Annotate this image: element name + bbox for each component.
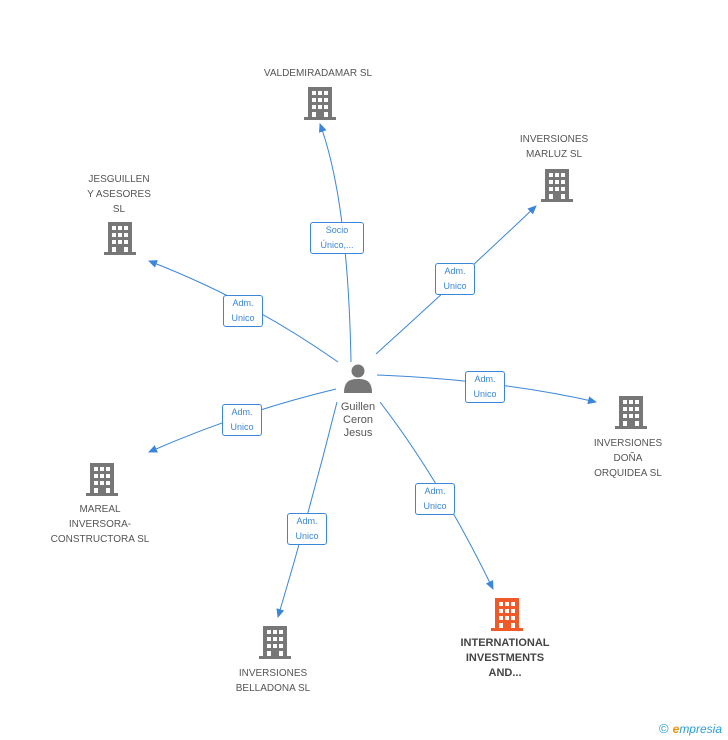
building-icon-marluz[interactable] bbox=[541, 169, 573, 202]
building-icon-dona-orquidea[interactable] bbox=[615, 396, 647, 429]
building-icon-valdemiradamar[interactable] bbox=[304, 87, 336, 120]
relation-label-valdemiradamar[interactable]: Socio Único,... bbox=[310, 222, 364, 254]
brand-footer: © empresia bbox=[659, 721, 722, 736]
relation-label-belladona[interactable]: Adm. Unico bbox=[287, 513, 327, 545]
relation-label-international[interactable]: Adm. Unico bbox=[415, 483, 455, 515]
copyright-icon: © bbox=[659, 721, 669, 736]
company-name-jesguillen[interactable]: JESGUILLEN Y ASESORES SL bbox=[87, 174, 151, 215]
relation-label-jesguillen[interactable]: Adm. Unico bbox=[223, 295, 263, 327]
company-name-marluz[interactable]: INVERSIONES MARLUZ SL bbox=[519, 134, 589, 160]
building-icon-belladona[interactable] bbox=[259, 626, 291, 659]
relation-label-marluz[interactable]: Adm. Unico bbox=[435, 263, 475, 295]
edge-belladona bbox=[276, 401, 338, 618]
company-name-belladona[interactable]: INVERSIONES BELLADONA SL bbox=[235, 668, 311, 694]
person-icon[interactable] bbox=[344, 364, 372, 394]
edge-valdemiradamar bbox=[319, 123, 352, 363]
building-icon-international[interactable] bbox=[491, 598, 523, 631]
company-name-valdemiradamar[interactable]: VALDEMIRADAMAR SL bbox=[263, 68, 373, 79]
building-icon-mareal[interactable] bbox=[86, 463, 118, 496]
brand-logo: empresia bbox=[672, 721, 722, 736]
building-icon-jesguillen[interactable] bbox=[104, 222, 136, 255]
relation-label-dona-orquidea[interactable]: Adm. Unico bbox=[465, 371, 505, 403]
relation-label-mareal[interactable]: Adm. Unico bbox=[222, 404, 262, 436]
person-name[interactable]: Guillen Ceron Jesus bbox=[340, 401, 376, 439]
company-name-international[interactable]: INTERNATIONAL INVESTMENTS AND... bbox=[460, 637, 550, 679]
company-name-dona-orquidea[interactable]: INVERSIONES DOÑA ORQUIDEA SL bbox=[593, 438, 663, 479]
company-name-mareal[interactable]: MAREAL INVERSORA- CONSTRUCTORA SL bbox=[50, 504, 150, 545]
